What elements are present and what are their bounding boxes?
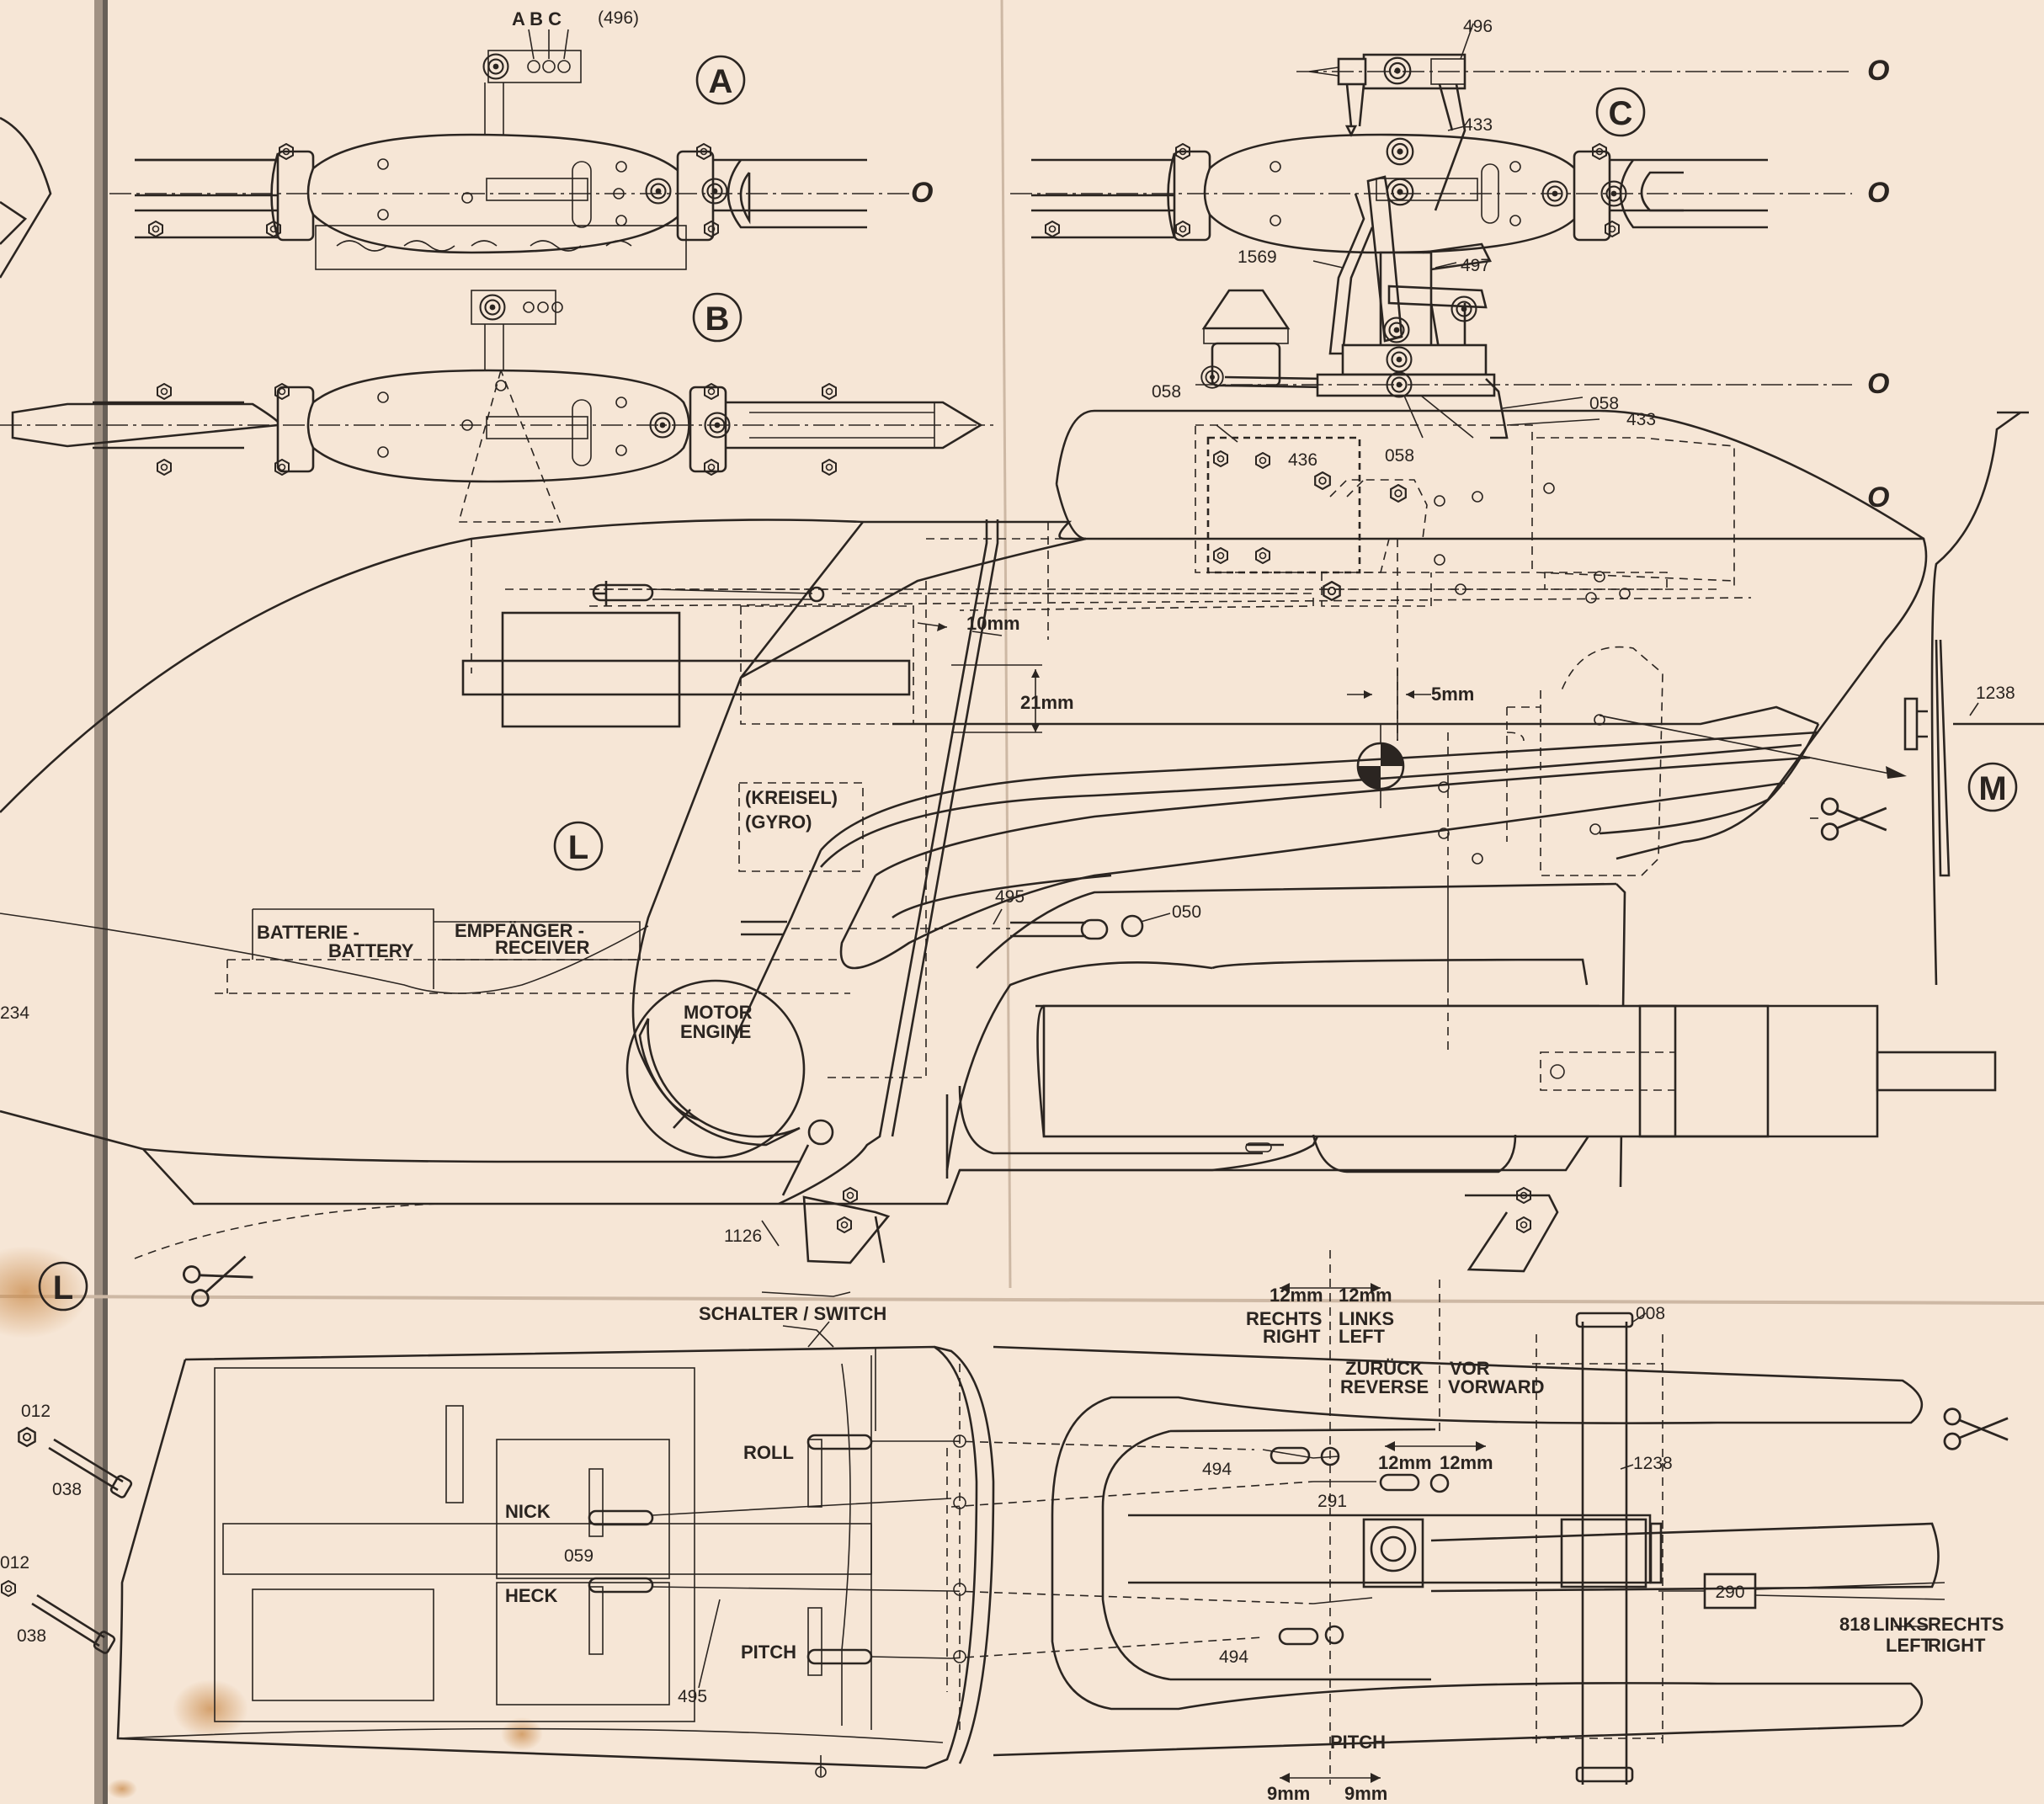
dim-12mm-b: 12mm [1440, 1452, 1493, 1473]
forward-label-de: VOR [1450, 1358, 1490, 1379]
abc-part-number: (496) [598, 8, 639, 28]
heck-label: HECK [505, 1585, 557, 1606]
part-058-right: 058 [1589, 394, 1619, 413]
dim-5mm: 5mm [1431, 684, 1474, 705]
dim-21mm: 21mm [1020, 692, 1074, 713]
receiver-label-en: RECEIVER [495, 937, 590, 958]
switch-label: SCHALTER / SWITCH [699, 1303, 886, 1324]
right-label: RIGHT [1263, 1326, 1321, 1347]
battery-label-en: BATTERY [328, 940, 414, 961]
view-label-l-bottom: L [53, 1269, 73, 1306]
part-012-bottom: 012 [0, 1553, 29, 1573]
rechts-label-bottom: RECHTS [1928, 1614, 2004, 1635]
part-058-left: 058 [1152, 382, 1181, 402]
left-edge-fragment [0, 116, 52, 279]
nick-label: NICK [505, 1501, 551, 1522]
abc-label: A B C [512, 8, 562, 29]
part-290: 290 [1715, 1583, 1744, 1602]
receiver-label-de: EMPFÄNGER - [455, 920, 584, 941]
gyro-label-de: (KREISEL) [745, 787, 838, 808]
scissors-icon [1820, 797, 1888, 841]
part-008: 008 [1636, 1304, 1665, 1323]
part-038-top: 038 [52, 1480, 82, 1499]
fuselage-side-view: 1126 234 [0, 409, 2044, 1450]
scissors-icon [180, 1246, 258, 1310]
zero-mark-c4: O [1867, 482, 1889, 514]
view-label-m: M [1978, 770, 2006, 807]
part-495-bottom: 495 [678, 1687, 707, 1706]
part-1126: 1126 [724, 1227, 762, 1246]
zero-mark-c1: O [1867, 55, 1889, 87]
part-012-top: 012 [21, 1402, 51, 1421]
forward-label-en: VORWARD [1448, 1376, 1545, 1397]
reverse-label-en: REVERSE [1340, 1376, 1429, 1397]
zero-mark-a: O [911, 177, 933, 209]
right-label-bottom: RIGHT [1928, 1635, 1986, 1656]
part-436: 436 [1288, 450, 1317, 470]
part-495-side: 495 [995, 887, 1025, 907]
battery-label-de: BATTERIE - [257, 922, 359, 943]
rechts-label: RECHTS [1246, 1308, 1322, 1329]
part-1569: 1569 [1238, 247, 1277, 267]
rotor-head-view-a: A B C (496) A O [109, 8, 933, 270]
part-497: 497 [1461, 256, 1490, 275]
left-label: LEFT [1339, 1326, 1386, 1347]
part-234: 234 [0, 1003, 29, 1023]
part-058-center: 058 [1385, 446, 1414, 466]
roll-label: ROLL [743, 1442, 794, 1463]
zero-mark-c3: O [1867, 368, 1889, 400]
dim-12mm-a: 12mm [1378, 1452, 1432, 1473]
reverse-label-de: ZURÜCK [1345, 1358, 1424, 1379]
part-494-top: 494 [1202, 1460, 1232, 1479]
left-label-bottom: LEFT [1886, 1635, 1933, 1656]
dim-9mm-right: 9mm [1344, 1783, 1387, 1804]
motor-label-de: MOTOR [684, 1002, 753, 1023]
fuselage-top-view: 008 1238 290 818 LINKS LEFT RECHTS RIGHT [0, 1250, 2004, 1804]
gyro-label-en: (GYRO) [745, 812, 812, 833]
part-818: 818 [1839, 1614, 1871, 1635]
part-1238-bottom: 1238 [1633, 1454, 1673, 1473]
dim-12mm-left: 12mm [1339, 1285, 1392, 1306]
view-label-c: C [1609, 95, 1633, 132]
pitch-label-bottom: PITCH [1330, 1732, 1386, 1753]
view-label-b: B [705, 301, 730, 338]
links-label-bottom: LINKS [1873, 1614, 1929, 1635]
pitch-label: PITCH [741, 1642, 796, 1663]
part-038-bottom: 038 [17, 1626, 46, 1646]
rotor-head-view-c: C O O O O 496 433 1569 497 058 436 058 0… [1010, 17, 1889, 514]
part-433-top: 433 [1463, 115, 1493, 135]
zero-mark-c2: O [1867, 177, 1889, 209]
part-050: 050 [1172, 902, 1201, 922]
rotor-head-view-b: B [0, 290, 993, 523]
part-059: 059 [564, 1546, 594, 1566]
dim-12mm-right: 12mm [1270, 1285, 1323, 1306]
part-494-bottom: 494 [1219, 1647, 1248, 1667]
part-1238-tail: 1238 [1976, 684, 2015, 703]
part-496: 496 [1463, 17, 1493, 36]
dim-9mm-left: 9mm [1267, 1783, 1310, 1804]
view-label-l: L [568, 829, 588, 866]
links-label: LINKS [1339, 1308, 1394, 1329]
scissors-icon [1943, 1408, 2009, 1450]
view-label-a: A [709, 63, 733, 100]
motor-label-en: ENGINE [680, 1021, 751, 1042]
part-291: 291 [1317, 1492, 1347, 1511]
dim-10mm: 10mm [966, 613, 1020, 634]
